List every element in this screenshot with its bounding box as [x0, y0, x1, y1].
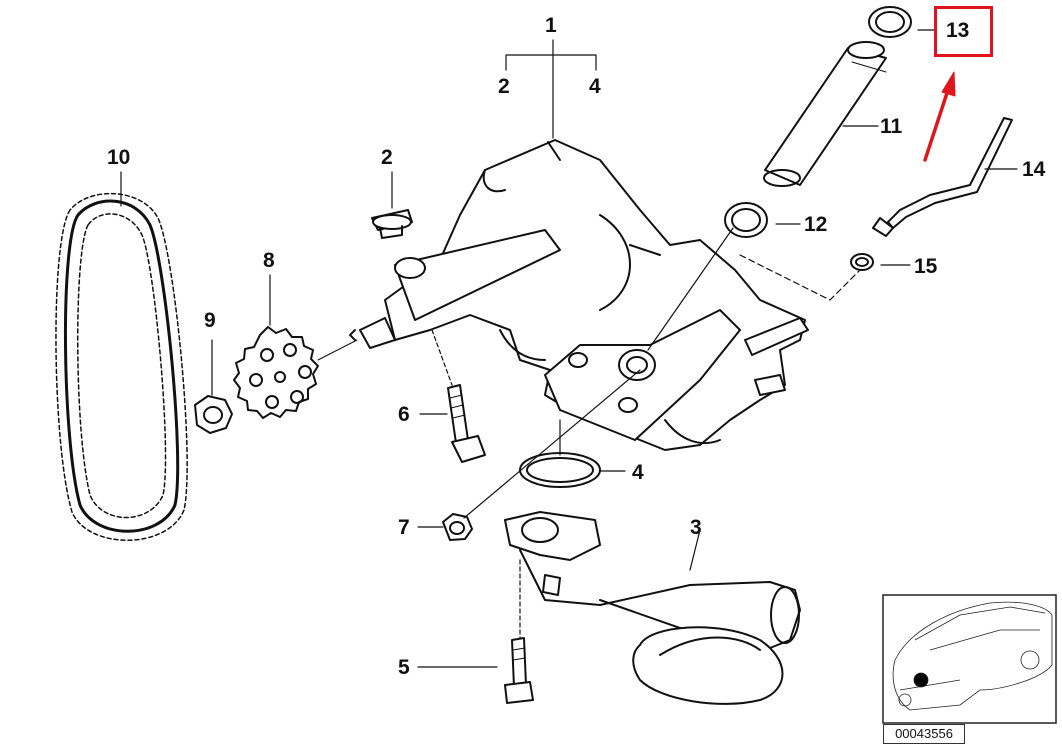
reference-code: 00043556 [883, 724, 965, 744]
callout-6: 6 [398, 403, 410, 426]
callout-3: 3 [690, 516, 702, 539]
callout-4-top: 4 [589, 75, 601, 98]
o-ring-part-12 [724, 202, 768, 238]
callout-7: 7 [398, 516, 410, 539]
callout-2: 2 [381, 146, 393, 169]
hose [872, 117, 1013, 237]
callout-1: 1 [545, 14, 557, 37]
callout-13: 13 [946, 19, 970, 42]
highlight-arrow [923, 71, 956, 162]
callout-9: 9 [204, 309, 216, 332]
sprocket [233, 326, 358, 419]
oil-pipe [763, 41, 887, 187]
screw-plug [371, 209, 413, 239]
callout-15: 15 [914, 255, 938, 278]
ring-part-15 [850, 253, 874, 271]
leader-lines [120, 29, 1018, 668]
callout-4: 4 [632, 461, 644, 484]
highlight-box [934, 6, 993, 57]
callout-12: 12 [804, 213, 828, 236]
vehicle-location-inset [882, 594, 1057, 724]
oil-pump-body [349, 139, 809, 451]
callout-5: 5 [398, 656, 410, 679]
callout-2-top: 2 [498, 75, 510, 98]
nut-part-9 [194, 395, 233, 434]
callout-8: 8 [263, 249, 275, 272]
callout-14: 14 [1022, 158, 1046, 181]
bolt-part-5 [504, 637, 534, 704]
bolt-part-6 [447, 384, 486, 463]
callout-11: 11 [880, 115, 903, 138]
oil-pickup-tube [504, 511, 801, 705]
timing-chain [55, 192, 188, 541]
o-ring-part-13 [868, 6, 912, 38]
callout-10: 10 [107, 146, 131, 169]
nut-part-7 [442, 513, 473, 541]
